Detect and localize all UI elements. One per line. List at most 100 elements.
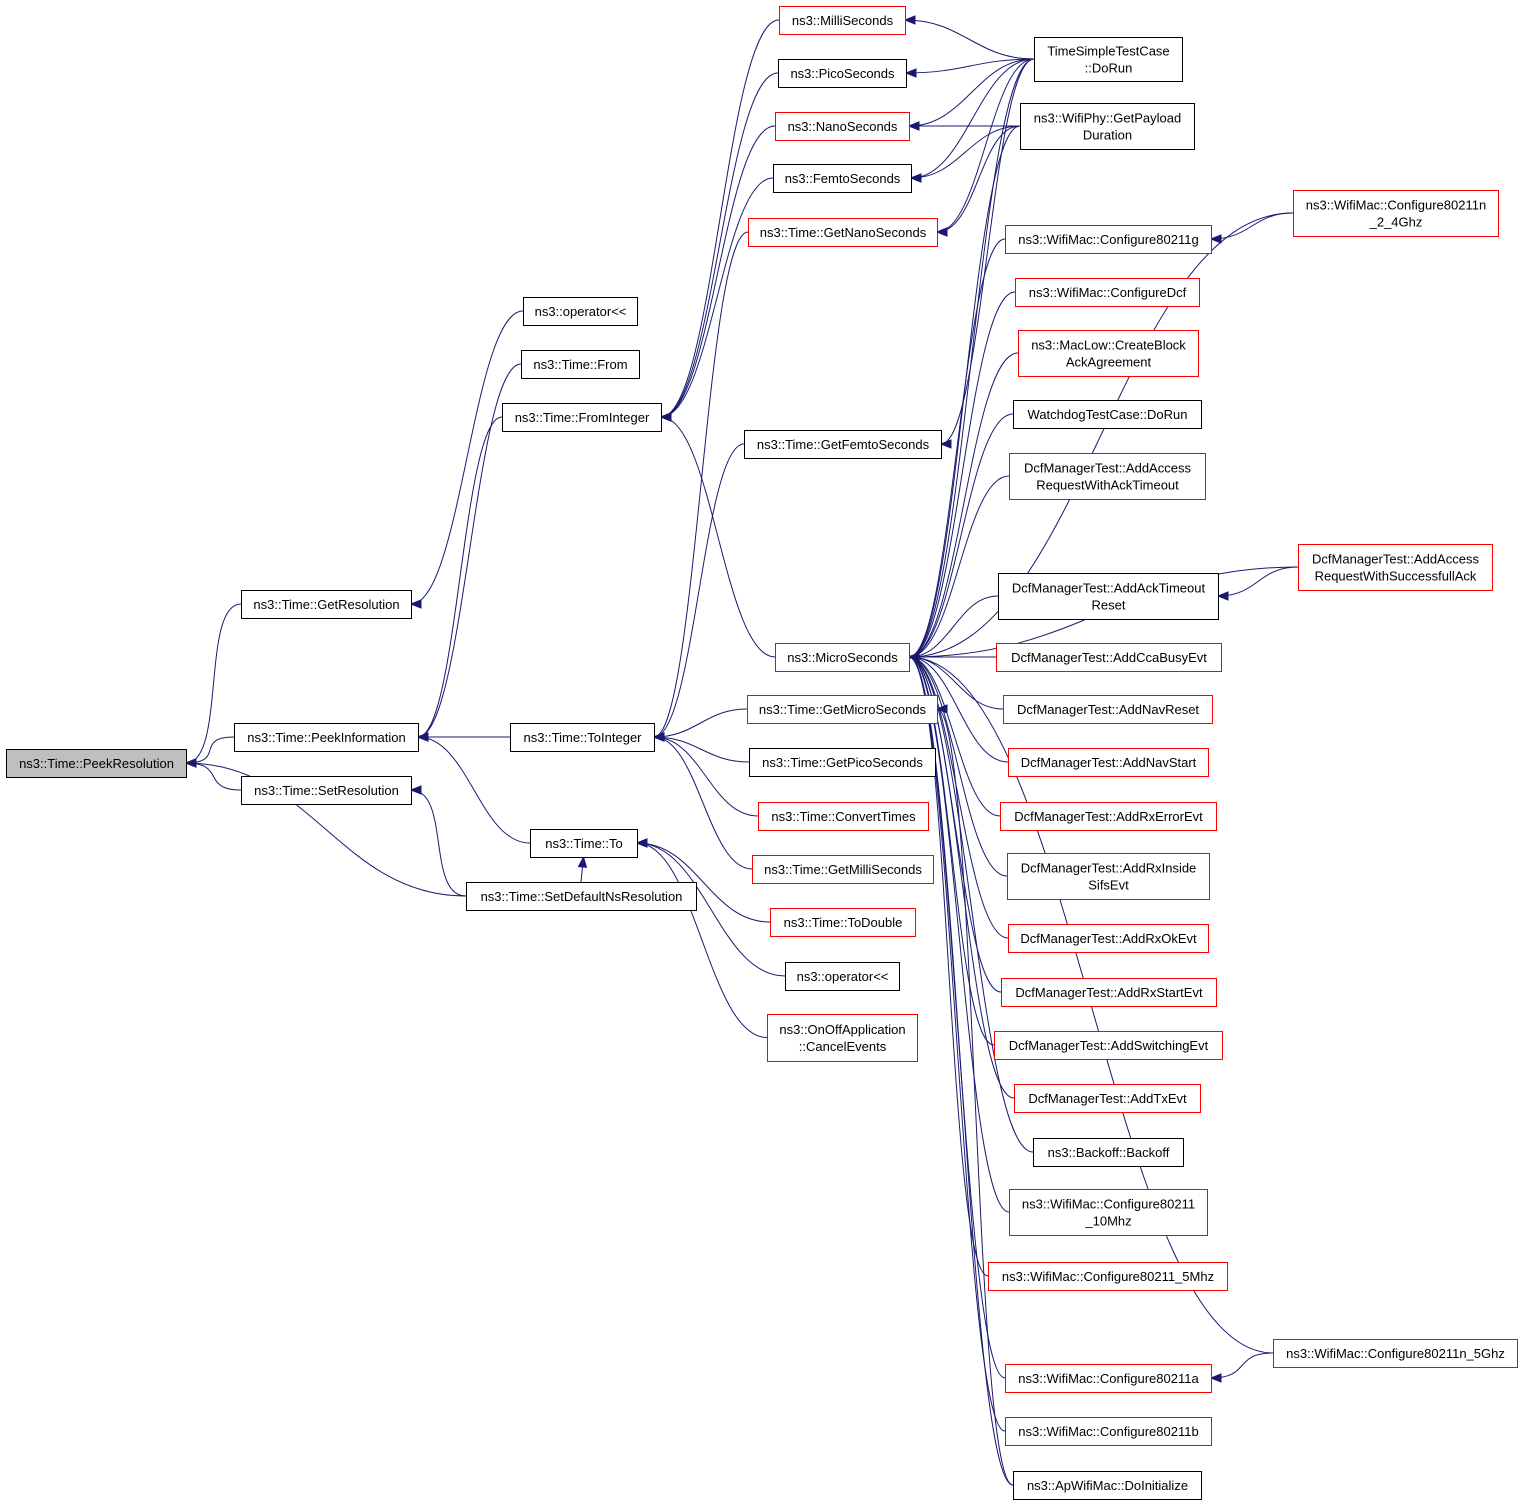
node-dcfmanagertest-addtxevt[interactable]: DcfManagerTest::AddTxEvt xyxy=(1014,1084,1201,1113)
node-label: ns3::ApWifiMac::DoInitialize xyxy=(1027,1478,1188,1493)
node-ns3-time-getpicoseconds[interactable]: ns3::Time::GetPicoSeconds xyxy=(749,748,936,777)
edge-micro-watchdog xyxy=(908,413,1014,658)
node-ns3-time-peekinformation[interactable]: ns3::Time::PeekInformation xyxy=(234,723,419,752)
node-ns3-time-to[interactable]: ns3::Time::To xyxy=(530,829,638,858)
node-dcfmanagertest-addrxokevt[interactable]: DcfManagerTest::AddRxOkEvt xyxy=(1008,924,1209,953)
node-box xyxy=(521,350,640,379)
node-ns3-time-setdefaultnsresolution[interactable]: ns3::Time::SetDefaultNsResolution xyxy=(466,882,697,911)
node-ns3-time-getnanoseconds[interactable]: ns3::Time::GetNanoSeconds xyxy=(748,218,938,247)
node-ns3-nanoseconds[interactable]: ns3::NanoSeconds xyxy=(775,112,910,141)
node-ns3-milliseconds[interactable]: ns3::MilliSeconds xyxy=(779,6,906,35)
edge-micro-dcfnavstart xyxy=(908,656,1009,763)
node-label: AckAgreement xyxy=(1066,355,1152,370)
node-ns3-backoff-backoff[interactable]: ns3::Backoff::Backoff xyxy=(1033,1138,1184,1167)
node-watchdogtestcase-dorun[interactable]: WatchdogTestCase::DoRun xyxy=(1013,400,1202,429)
node-box xyxy=(1013,400,1202,429)
node-timesimpletestcase-dorun[interactable]: TimeSimpleTestCase::DoRun xyxy=(1034,37,1183,82)
node-ns3-time-tointeger[interactable]: ns3::Time::ToInteger xyxy=(510,723,655,752)
edge-toint-getmicro xyxy=(653,708,748,738)
node-ns3-wifimac-configure80211n-2-4ghz[interactable]: ns3::WifiMac::Configure80211n_2_4Ghz xyxy=(1293,190,1499,237)
node-ns3-wifimac-configure80211g[interactable]: ns3::WifiMac::Configure80211g xyxy=(1005,225,1212,254)
node-label: Reset xyxy=(1092,598,1126,613)
arrowhead-to-onoff xyxy=(635,838,648,848)
arrowhead-getres-oplt1 xyxy=(409,599,422,609)
node-ns3-time-getfemtoseconds[interactable]: ns3::Time::GetFemtoSeconds xyxy=(744,430,942,459)
node-ns3-wifimac-configure80211n-5ghz[interactable]: ns3::WifiMac::Configure80211n_5Ghz xyxy=(1273,1339,1518,1368)
node-ns3-operator[interactable]: ns3::operator<< xyxy=(785,962,900,991)
node-ns3-wifimac-configure80211-5mhz[interactable]: ns3::WifiMac::Configure80211_5Mhz xyxy=(988,1262,1228,1291)
edge-setres-setdef xyxy=(410,789,467,897)
node-ns3-wifimac-configure80211a[interactable]: ns3::WifiMac::Configure80211a xyxy=(1005,1364,1212,1393)
node-box xyxy=(502,403,662,432)
node-ns3-time-from[interactable]: ns3::Time::From xyxy=(521,350,640,379)
node-ns3-wifimac-configure80211b[interactable]: ns3::WifiMac::Configure80211b xyxy=(1005,1417,1212,1446)
edge-toint-convert xyxy=(653,736,759,817)
arrowhead-setres-setdef xyxy=(409,785,422,795)
arrowhead-peekinfo-to xyxy=(416,732,429,742)
node-label: ns3::PicoSeconds xyxy=(790,66,895,81)
node-label: DcfManagerTest::AddCcaBusyEvt xyxy=(1011,650,1207,665)
node-box xyxy=(988,1262,1228,1291)
node-dcfmanagertest-addaccessrequestwithacktimeout[interactable]: DcfManagerTest::AddAccessRequestWithAckT… xyxy=(1009,453,1206,500)
edge-fromint-pico xyxy=(660,72,779,418)
edge-micro-maclow xyxy=(908,352,1019,658)
node-label: DcfManagerTest::AddRxInside xyxy=(1021,861,1197,876)
edge-micro-dcfaraat xyxy=(908,475,1010,658)
arrowhead-getnano-wifiphy xyxy=(935,227,948,237)
node-ns3-time-getmicroseconds[interactable]: ns3::Time::GetMicroSeconds xyxy=(747,695,938,724)
node-ns3-time-frominteger[interactable]: ns3::Time::FromInteger xyxy=(502,403,662,432)
node-ns3-time-setresolution[interactable]: ns3::Time::SetResolution xyxy=(241,776,412,805)
node-ns3-time-getmilliseconds[interactable]: ns3::Time::GetMilliSeconds xyxy=(752,855,934,884)
arrowhead-dcfaatr-dcfarsa xyxy=(1216,591,1229,601)
edge-micro-dcfrxinside xyxy=(908,656,1008,877)
node-box xyxy=(747,695,938,724)
edge-dcfaatr-dcfarsa xyxy=(1217,566,1299,597)
edge-peekres-setres xyxy=(185,762,242,791)
node-box xyxy=(1293,190,1499,237)
edge-micro-dcfrxerr xyxy=(908,656,1001,817)
node-label: _10Mhz xyxy=(1084,1214,1131,1229)
node-ns3-wifimac-configuredcf[interactable]: ns3::WifiMac::ConfigureDcf xyxy=(1015,278,1200,307)
node-label: ns3::WifiMac::Configure80211a xyxy=(1018,1371,1199,1386)
node-box xyxy=(785,962,900,991)
node-box xyxy=(775,643,910,672)
node-dcfmanagertest-addrxerrorevt[interactable]: DcfManagerTest::AddRxErrorEvt xyxy=(1000,802,1217,831)
node-label: ns3::Time::GetResolution xyxy=(253,597,399,612)
node-dcfmanagertest-addnavreset[interactable]: DcfManagerTest::AddNavReset xyxy=(1003,695,1213,724)
node-ns3-picoseconds[interactable]: ns3::PicoSeconds xyxy=(778,59,907,88)
node-dcfmanagertest-addrxstartevt[interactable]: DcfManagerTest::AddRxStartEvt xyxy=(1001,978,1217,1007)
node-box xyxy=(778,59,907,88)
edge-femto-wifiphy xyxy=(910,125,1021,179)
node-box xyxy=(749,748,936,777)
node-box xyxy=(779,6,906,35)
node-box xyxy=(748,218,938,247)
node-dcfmanagertest-addccabusyevt[interactable]: DcfManagerTest::AddCcaBusyEvt xyxy=(996,643,1222,672)
node-dcfmanagertest-addnavstart[interactable]: DcfManagerTest::AddNavStart xyxy=(1008,748,1209,777)
edge-getmicro-apinit xyxy=(936,708,1014,1486)
node-ns3-time-converttimes[interactable]: ns3::Time::ConvertTimes xyxy=(758,802,929,831)
edge-nano-tstc xyxy=(908,58,1035,127)
node-label: ns3::Time::To xyxy=(545,836,623,851)
node-ns3-femtoseconds[interactable]: ns3::FemtoSeconds xyxy=(773,164,912,193)
node-ns3-apwifimac-doinitialize[interactable]: ns3::ApWifiMac::DoInitialize xyxy=(1013,1471,1202,1500)
node-box xyxy=(1009,1189,1208,1236)
node-ns3-time-peekresolution[interactable]: ns3::Time::PeekResolution xyxy=(6,749,187,778)
node-ns3-wifimac-configure80211-10mhz[interactable]: ns3::WifiMac::Configure80211_10Mhz xyxy=(1009,1189,1208,1236)
node-box xyxy=(1298,544,1493,591)
node-ns3-operator[interactable]: ns3::operator<< xyxy=(523,297,638,326)
arrowhead-milli-tstc xyxy=(903,15,916,25)
node-ns3-time-todouble[interactable]: ns3::Time::ToDouble xyxy=(770,908,916,937)
node-box xyxy=(1008,924,1209,953)
node-dcfmanagertest-addaccessrequestwithsuccessfullack[interactable]: DcfManagerTest::AddAccessRequestWithSucc… xyxy=(1298,544,1493,591)
node-ns3-onoffapplication-cancelevents[interactable]: ns3::OnOffApplication::CancelEvents xyxy=(767,1014,918,1062)
node-ns3-time-getresolution[interactable]: ns3::Time::GetResolution xyxy=(241,590,412,619)
node-label: ns3::Time::GetFemtoSeconds xyxy=(757,437,930,452)
node-ns3-microseconds[interactable]: ns3::MicroSeconds xyxy=(775,643,910,672)
node-dcfmanagertest-addswitchingevt[interactable]: DcfManagerTest::AddSwitchingEvt xyxy=(994,1031,1223,1060)
arrowhead-pico-tstc xyxy=(904,68,917,78)
node-box xyxy=(998,573,1219,620)
